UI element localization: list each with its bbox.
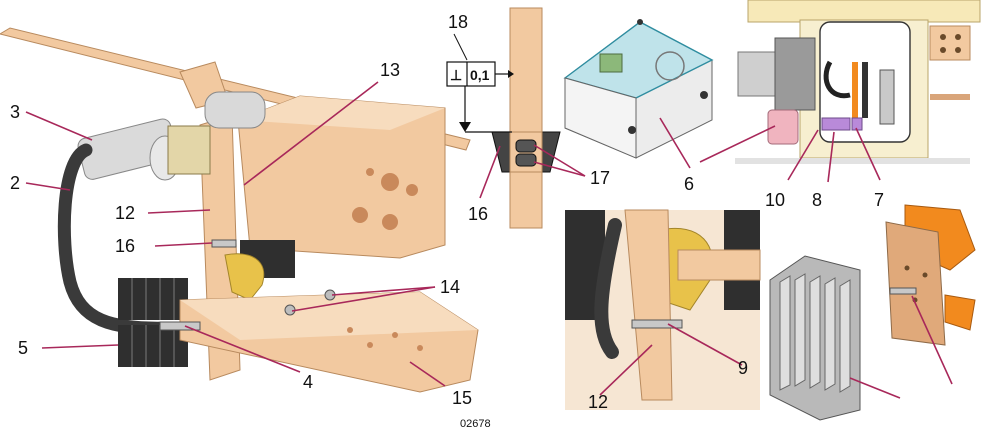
label-6: 6: [684, 174, 694, 194]
label-8: 8: [812, 190, 822, 210]
label-5: 5: [18, 338, 28, 358]
label-7: 7: [874, 190, 884, 210]
tolerance-detail: ⊥ 0,1 18 16 17: [446, 7, 610, 229]
label-16: 16: [115, 236, 135, 256]
label-14: 14: [440, 277, 460, 297]
closeup-detail: 12 9: [565, 209, 761, 412]
label-13: 13: [380, 60, 400, 80]
left-assembly: 3 2 12 16 5 4 13 14 15: [0, 27, 479, 408]
enclosure-box: 6: [563, 19, 714, 194]
tolerance-frame: [446, 61, 496, 87]
heatsink-part: [769, 255, 861, 421]
tolerance-value: 0,1: [470, 67, 490, 83]
figure-code: 02678: [460, 418, 491, 430]
label-12: 12: [115, 203, 135, 223]
label-4: 4: [303, 372, 313, 392]
label-18: 18: [448, 12, 468, 32]
heatsink-5: [118, 278, 188, 367]
label-15: 15: [452, 388, 472, 408]
label-10: 10: [765, 190, 785, 210]
perpendicularity-symbol: ⊥: [450, 67, 462, 83]
motor-3: [77, 91, 266, 181]
label-2: 2: [10, 173, 20, 193]
label-17: 17: [590, 168, 610, 188]
bracket-part: [885, 204, 976, 346]
label-16-detail: 16: [468, 204, 488, 224]
label-12-closeup: 12: [588, 392, 608, 412]
label-9: 9: [738, 358, 748, 378]
closeup-plate-12: [624, 209, 673, 401]
guide-rail: [509, 7, 543, 229]
label-3: 3: [10, 102, 20, 122]
upper-right-detail: 10 8 7: [699, 0, 981, 210]
parts-detail: 02678: [460, 204, 976, 430]
